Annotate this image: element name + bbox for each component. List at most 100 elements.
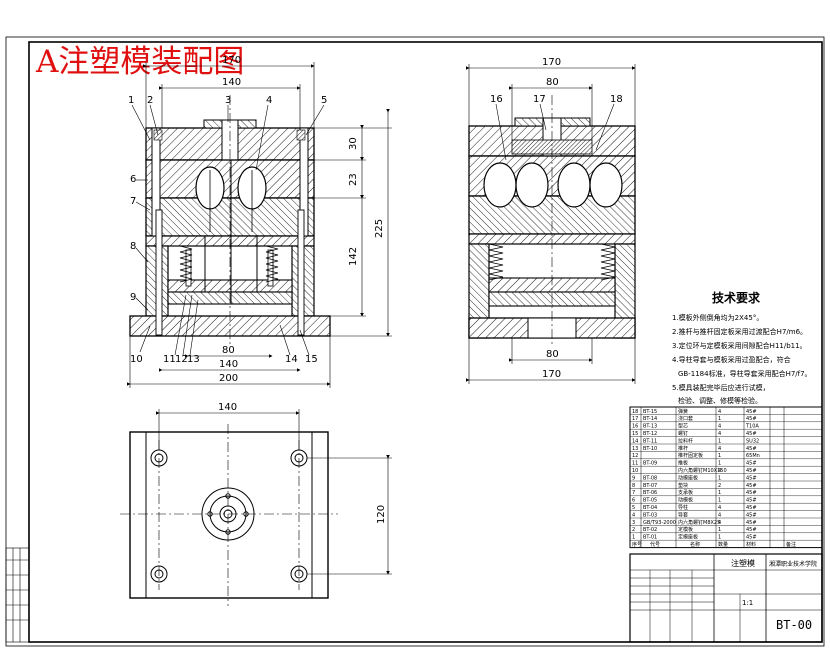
bom-cell: 4 <box>718 409 721 415</box>
tech-item-7: 检验、调整、修模等检验。 <box>678 396 762 405</box>
bom-cell: 1 <box>718 475 721 481</box>
bom-cell: 45# <box>746 512 757 518</box>
bom-cell: 2 <box>718 483 721 489</box>
bom-cell: 13 <box>632 446 638 452</box>
callout-6: 6 <box>130 174 136 185</box>
dim-front-bottom-200: 200 <box>219 373 238 384</box>
bom-cell: 4 <box>718 424 721 430</box>
bom-cell: 螺钉 <box>678 430 688 437</box>
dim-plan-140: 140 <box>218 402 237 413</box>
title-block: 注塑模 湘潭职业技术学院 1:1 BT-00 <box>629 553 823 643</box>
school-name: 湘潭职业技术学院 <box>769 560 817 568</box>
callout-12: 12 <box>175 354 188 365</box>
bom-cell: BT-15 <box>643 409 657 415</box>
bom-cell: 4 <box>718 468 721 474</box>
bom-header-cell: 序号 <box>632 541 642 548</box>
callout-3: 3 <box>225 95 231 106</box>
bom-cell: 内六角螺钉M10X150 <box>678 467 727 474</box>
bom-cell: BT-09 <box>643 461 657 467</box>
bom-cell: BT-14 <box>643 416 657 422</box>
sheet-frame <box>5 36 825 647</box>
dim-side-width-80: 80 <box>546 77 559 88</box>
bom-cell: 45# <box>746 446 757 452</box>
bom-cell: 5 <box>632 505 635 511</box>
bom-header-cell: 备注 <box>786 541 796 548</box>
bom-cell: 18 <box>632 409 638 415</box>
bom-cell: 拉料杆 <box>678 437 693 444</box>
callout-2: 2 <box>147 95 153 106</box>
callout-7: 7 <box>130 196 136 207</box>
dim-side-width-170: 170 <box>542 57 561 68</box>
callout-15: 15 <box>305 354 318 365</box>
bom-cell: 1 <box>718 490 721 496</box>
bom-cell: 定模座板 <box>678 534 698 541</box>
callout-10: 10 <box>130 354 143 365</box>
bom-cell: 7 <box>632 490 635 496</box>
bom-header-cell: 代号 <box>650 541 660 548</box>
bom-cell: 动模板 <box>678 497 693 504</box>
bom-cell: 45# <box>746 461 757 467</box>
front-section-view: 170 140 80 140 200 30 23 142 225 1 2 3 4… <box>127 55 392 388</box>
callout-9: 9 <box>130 292 136 303</box>
dim-right-225: 225 <box>374 219 385 238</box>
dim-front-width-170: 170 <box>222 55 241 66</box>
plan-outline <box>129 431 329 599</box>
callout-13: 13 <box>187 354 200 365</box>
dim-front-bottom-140: 140 <box>219 359 238 370</box>
bom-cell: 1 <box>718 535 721 541</box>
return-spring-right <box>265 245 279 283</box>
bom-cell: 1 <box>632 535 635 541</box>
dim-plan-120: 120 <box>376 505 387 524</box>
bom-cell: GB/T93-2000 <box>643 520 676 526</box>
bom-cell: 定模板 <box>678 526 693 533</box>
bom-cell: 12 <box>632 453 638 459</box>
bom-cell: 支承板 <box>678 489 693 496</box>
bom-cell: 推杆固定板 <box>678 452 703 459</box>
bom-cell: BT-13 <box>643 424 657 430</box>
dim-side-bottom-170: 170 <box>542 369 561 380</box>
bom-cell: 弹簧 <box>678 408 688 415</box>
callout-11: 11 <box>163 354 176 365</box>
bom-cell: 动模座板 <box>678 474 698 481</box>
bom-cell: 3 <box>632 520 635 526</box>
bom-cell: 45# <box>746 535 757 541</box>
bom-cell: 4 <box>718 431 721 437</box>
callout-14: 14 <box>285 354 298 365</box>
bom-cell: 45# <box>746 468 757 474</box>
bom-cell: BT-03 <box>643 512 657 518</box>
drawing-title: A注塑模装配图 <box>35 44 244 80</box>
bom-header-cell: 材料 <box>746 541 756 548</box>
bom-cell: 浇口套 <box>678 415 693 422</box>
bom-cell: 4 <box>632 512 635 518</box>
return-spring-left <box>179 245 193 283</box>
scale-value: 1:1 <box>742 599 753 607</box>
drawing-name: 注塑模 <box>731 558 755 568</box>
tech-item-5: GB-1184标准，导柱导套采用配合H7/f7。 <box>678 369 812 378</box>
bom-cell: T10A <box>745 424 759 430</box>
bom-cell: 8 <box>632 483 635 489</box>
dim-front-width-140: 140 <box>222 77 241 88</box>
bom-cell: 9 <box>632 475 635 481</box>
bom-cell: BT-01 <box>643 535 657 541</box>
bom-cell: 1 <box>718 416 721 422</box>
bom-cell: 65Mn <box>746 453 760 459</box>
plan-view: 140 120 <box>120 402 392 606</box>
bom-cell: BT-08 <box>643 475 657 481</box>
bom-cell: 45# <box>746 498 757 504</box>
bom-cell: 1 <box>718 461 721 467</box>
bom-cell: 1 <box>718 527 721 533</box>
bom-cell: 导柱 <box>678 504 688 511</box>
bom-cell: 4 <box>718 446 721 452</box>
bom-cell: 4 <box>718 512 721 518</box>
bom-cell: BT-10 <box>643 446 657 452</box>
tech-item-4: 4.导柱导套与模板采用过盈配合，符合 <box>672 355 791 364</box>
bom-cell: 4 <box>718 520 721 526</box>
bom-cell: 1 <box>718 453 721 459</box>
bom-cell: 45# <box>746 416 757 422</box>
side-section-view: 170 80 80 170 16 17 18 <box>466 57 636 384</box>
technical-requirements: 技术要求 1.模板外侧倒角均为2X45°。 2.推杆与推杆固定板采用过渡配合H7… <box>672 290 812 405</box>
tech-heading: 技术要求 <box>712 290 761 305</box>
bom-cell: BT-04 <box>643 505 657 511</box>
bom-cell: 2 <box>632 527 635 533</box>
bom-cell: BT-07 <box>643 483 657 489</box>
